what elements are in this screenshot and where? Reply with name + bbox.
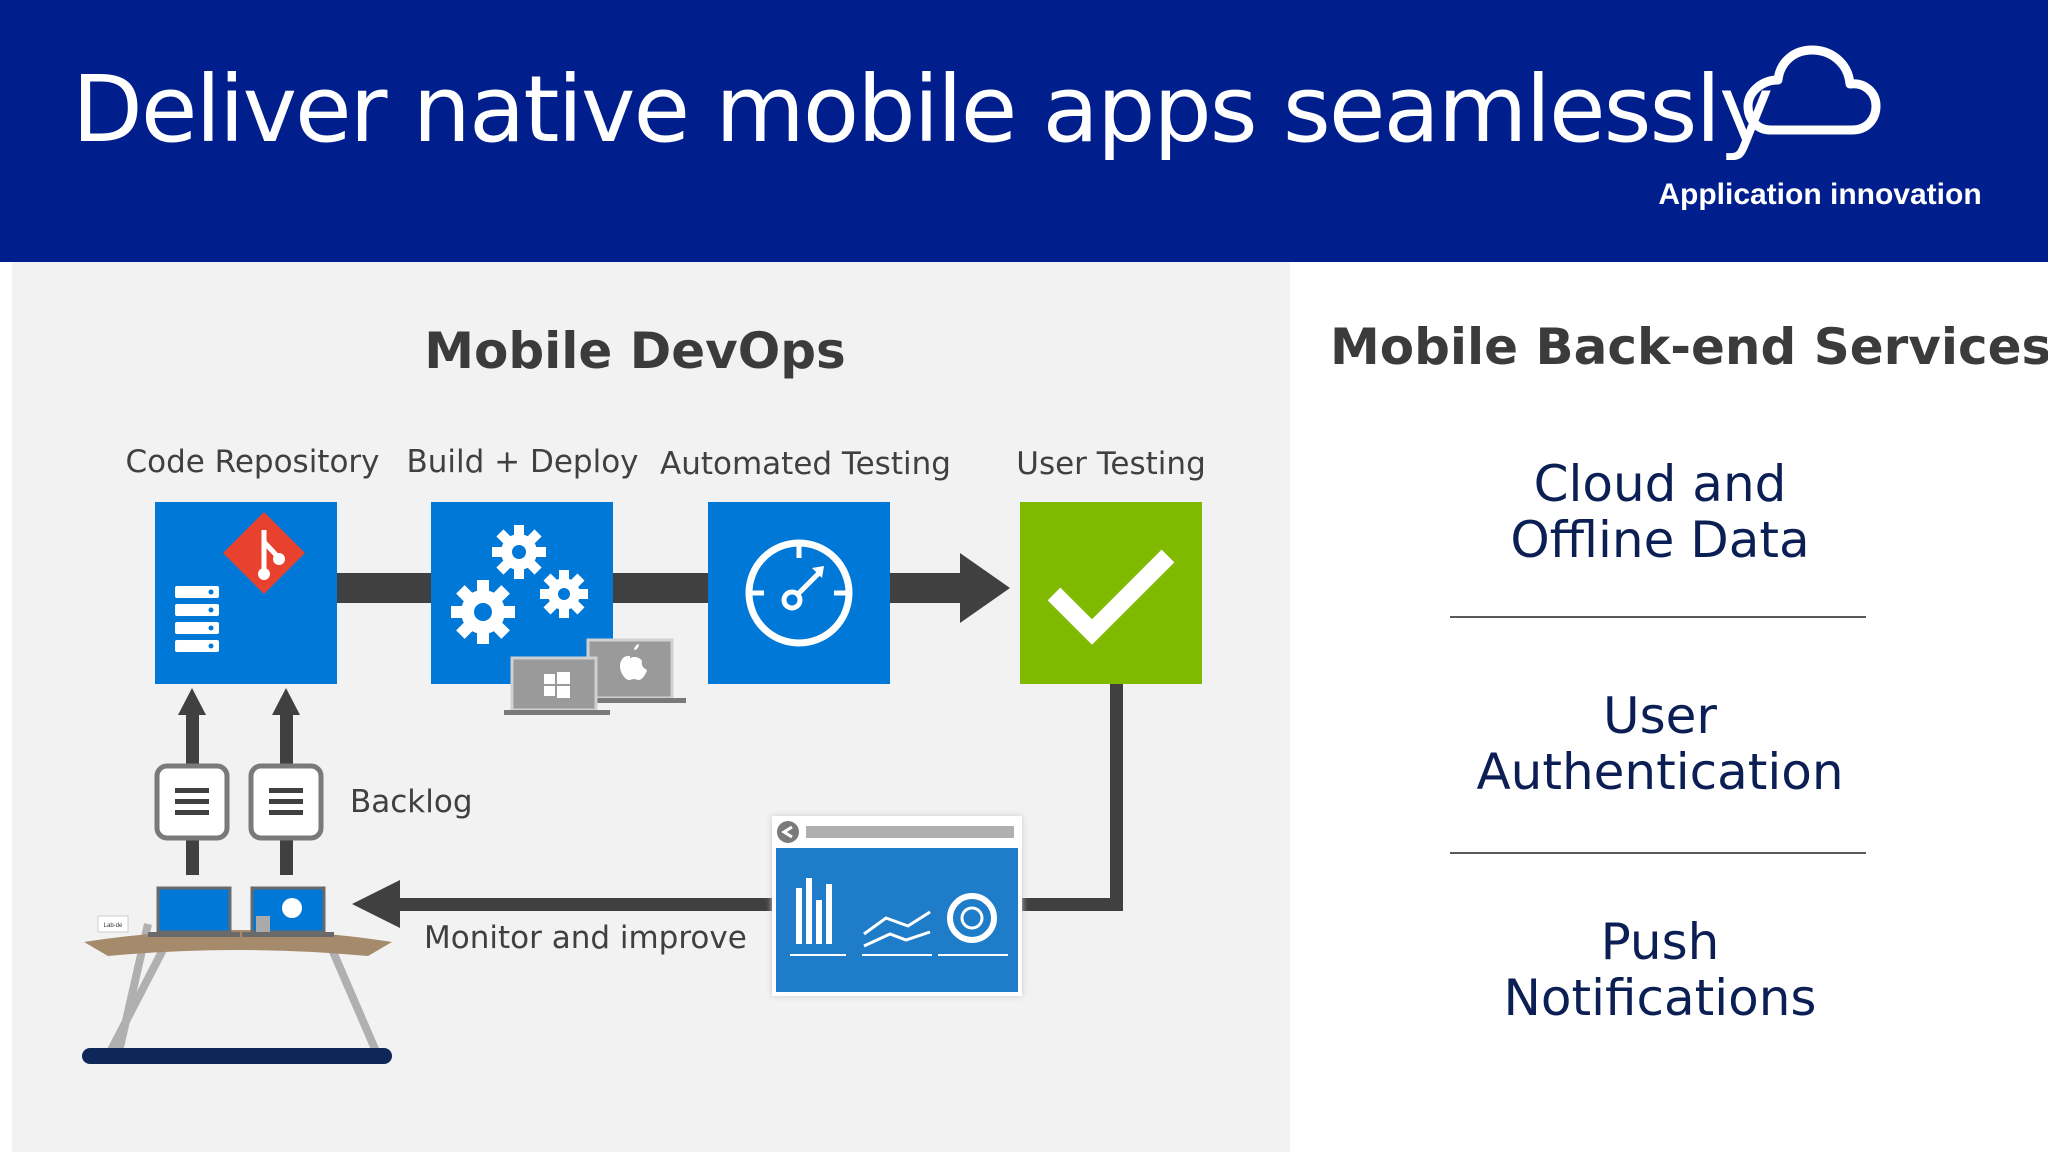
stage-label-user-testing: User Testing (1016, 446, 1206, 482)
stage-label-automated-testing: Automated Testing (660, 446, 951, 482)
sticky-note: Lab-de (104, 923, 123, 929)
service-cloud-offline-data: Cloud and Offline Data (1400, 456, 1920, 568)
arrow-to-devs (352, 880, 400, 928)
developer-desk-icon: Lab-de (82, 886, 392, 1064)
deploy-laptops-icon (504, 638, 686, 715)
checkmark-icon (1047, 549, 1175, 645)
service-line: Cloud and (1533, 455, 1787, 513)
backend-title: Mobile Back-end Services (1330, 318, 2048, 376)
service-user-authentication: User Authentication (1400, 688, 1920, 800)
cloud-icon (1743, 45, 1881, 135)
service-line: Push (1600, 913, 1720, 971)
monitor-label: Monitor and improve (424, 920, 747, 956)
gears-icon (451, 525, 588, 644)
service-line: Offline Data (1510, 511, 1810, 569)
service-line: User (1603, 687, 1717, 745)
tile-automated-testing (708, 502, 890, 684)
backlog-label: Backlog (350, 784, 473, 820)
devops-title: Mobile DevOps (424, 322, 846, 380)
service-line: Authentication (1476, 743, 1844, 801)
service-line: Notifications (1503, 969, 1817, 1027)
tile-code-repository (155, 502, 337, 684)
header-bar: Deliver native mobile apps seamlessly Ap… (0, 0, 2048, 262)
arrow-to-user-testing (960, 553, 1010, 623)
divider (1450, 852, 1866, 854)
tile-user-testing (1020, 502, 1202, 684)
stage-label-build-deploy: Build + Deploy (406, 444, 639, 480)
badge-label: Application innovation (1658, 178, 1982, 211)
dashboard-chart-icon (776, 821, 1018, 992)
git-repository-icon (175, 511, 306, 652)
backlog-document-icon (248, 763, 324, 841)
gauge-icon (745, 539, 853, 647)
tile-build-deploy (431, 502, 613, 684)
page-title: Deliver native mobile apps seamlessly (72, 56, 1773, 163)
stage-label-code-repository: Code Repository (125, 444, 380, 480)
analytics-dashboard (772, 816, 1022, 996)
divider (1450, 616, 1866, 618)
service-push-notifications: Push Notifications (1400, 914, 1920, 1026)
backlog-document-icon (154, 763, 230, 841)
devops-panel (12, 262, 1290, 1152)
